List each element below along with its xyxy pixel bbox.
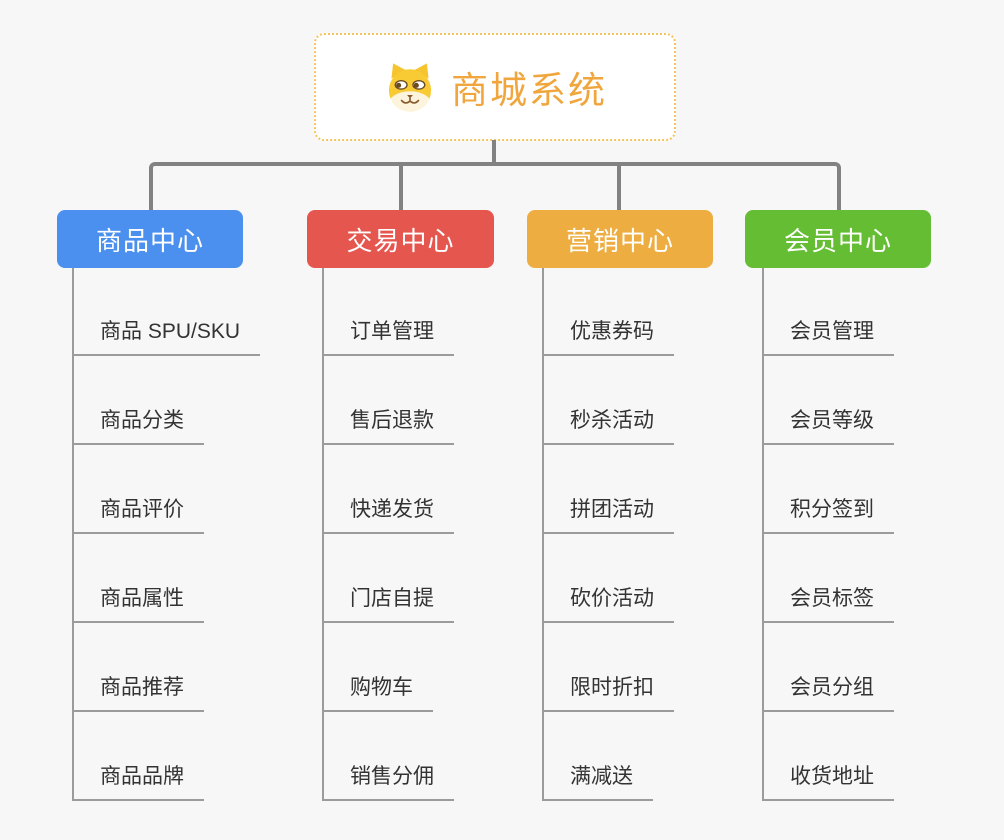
leaf-points-checkin[interactable]: 积分签到	[762, 490, 894, 534]
leaf-product-brand[interactable]: 商品品牌	[72, 757, 204, 801]
leaf-product-attribute[interactable]: 商品属性	[72, 579, 204, 623]
connector-drop-branch3	[617, 165, 621, 210]
leaf-flash-sale[interactable]: 秒杀活动	[542, 401, 674, 445]
root-topic-label: 商城系统	[451, 70, 607, 111]
leaf-group-buy[interactable]: 拼团活动	[542, 490, 674, 534]
leaf-store-pickup[interactable]: 门店自提	[322, 579, 454, 623]
connector-drop-branch2	[399, 165, 403, 210]
leaf-coupon-code[interactable]: 优惠券码	[542, 312, 674, 356]
leaf-shopping-cart[interactable]: 购物车	[322, 668, 433, 712]
branch-marketing-center[interactable]: 营销中心	[527, 210, 713, 268]
leaf-full-reduction[interactable]: 满减送	[542, 757, 653, 801]
branch-trade-center[interactable]: 交易中心	[307, 210, 494, 268]
spine-branch4	[762, 268, 764, 800]
leaf-express-shipping[interactable]: 快递发货	[322, 490, 454, 534]
leaf-member-tag[interactable]: 会员标签	[762, 579, 894, 623]
connector-bus	[149, 162, 841, 210]
spine-branch2	[322, 268, 324, 800]
leaf-member-level[interactable]: 会员等级	[762, 401, 894, 445]
leaf-member-group[interactable]: 会员分组	[762, 668, 894, 712]
leaf-sales-commission[interactable]: 销售分佣	[322, 757, 454, 801]
leaf-order-management[interactable]: 订单管理	[322, 312, 454, 356]
leaf-product-recommend[interactable]: 商品推荐	[72, 668, 204, 712]
leaf-bargain-activity[interactable]: 砍价活动	[542, 579, 674, 623]
root-topic[interactable]: 商城系统	[314, 33, 676, 141]
branch-product-center[interactable]: 商品中心	[57, 210, 243, 268]
leaf-aftersale-refund[interactable]: 售后退款	[322, 401, 454, 445]
leaf-shipping-address[interactable]: 收货地址	[762, 757, 894, 801]
spine-branch1	[72, 268, 74, 800]
leaf-product-review[interactable]: 商品评价	[72, 490, 204, 534]
dog-face-icon	[383, 60, 437, 114]
leaf-limited-time-discount[interactable]: 限时折扣	[542, 668, 674, 712]
spine-branch3	[542, 268, 544, 800]
branch-member-center[interactable]: 会员中心	[745, 210, 931, 268]
leaf-product-spu-sku[interactable]: 商品 SPU/SKU	[72, 312, 261, 356]
leaf-product-category[interactable]: 商品分类	[72, 401, 204, 445]
leaf-member-management[interactable]: 会员管理	[762, 312, 894, 356]
connector-root-stub	[492, 140, 496, 163]
